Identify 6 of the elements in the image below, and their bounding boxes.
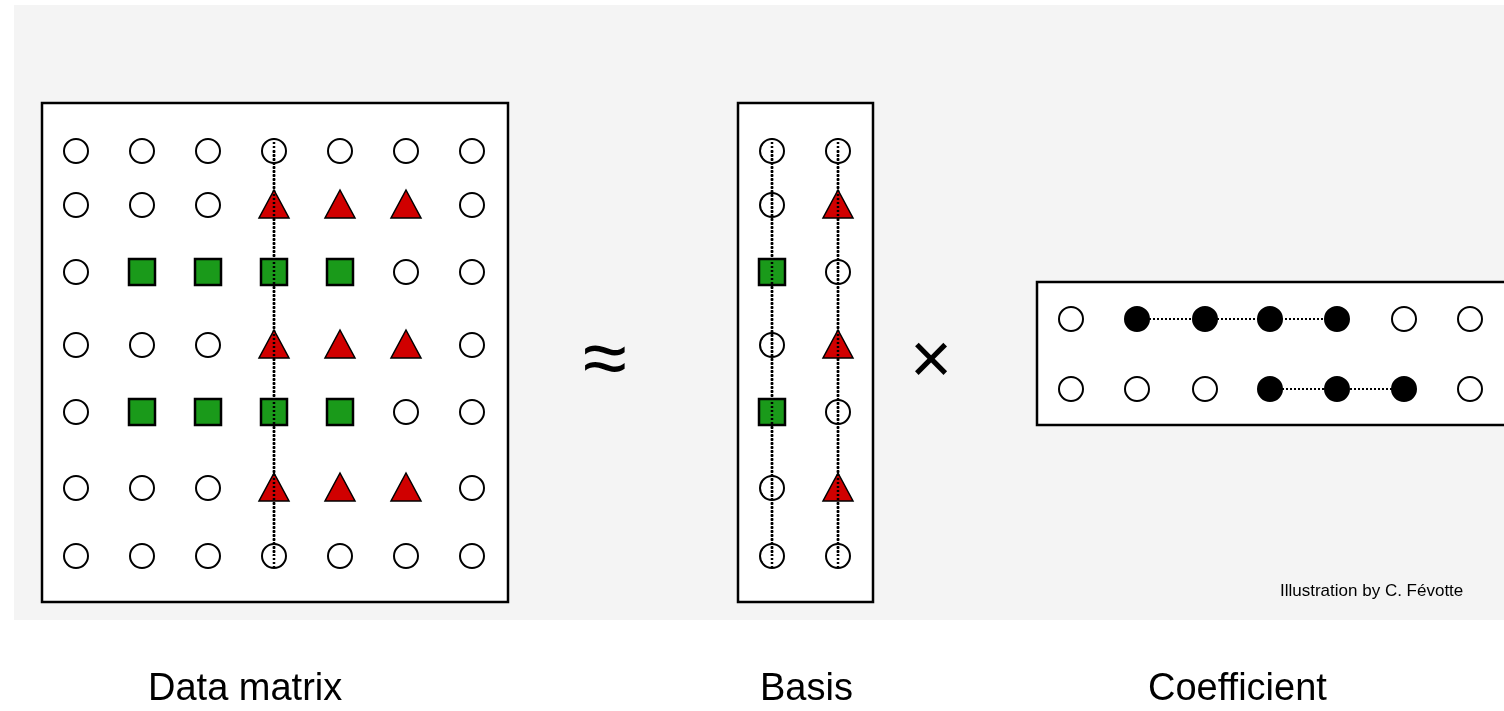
- credit-text: Illustration by C. Févotte: [1280, 582, 1464, 599]
- caption-text: Basis: [760, 668, 853, 706]
- multiplication-sign: ×: [910, 322, 953, 394]
- caption-text: Coefficient: [1148, 668, 1327, 706]
- approximately-equal-sign: ≈: [583, 318, 627, 398]
- caption-text: Data matrix: [148, 668, 343, 706]
